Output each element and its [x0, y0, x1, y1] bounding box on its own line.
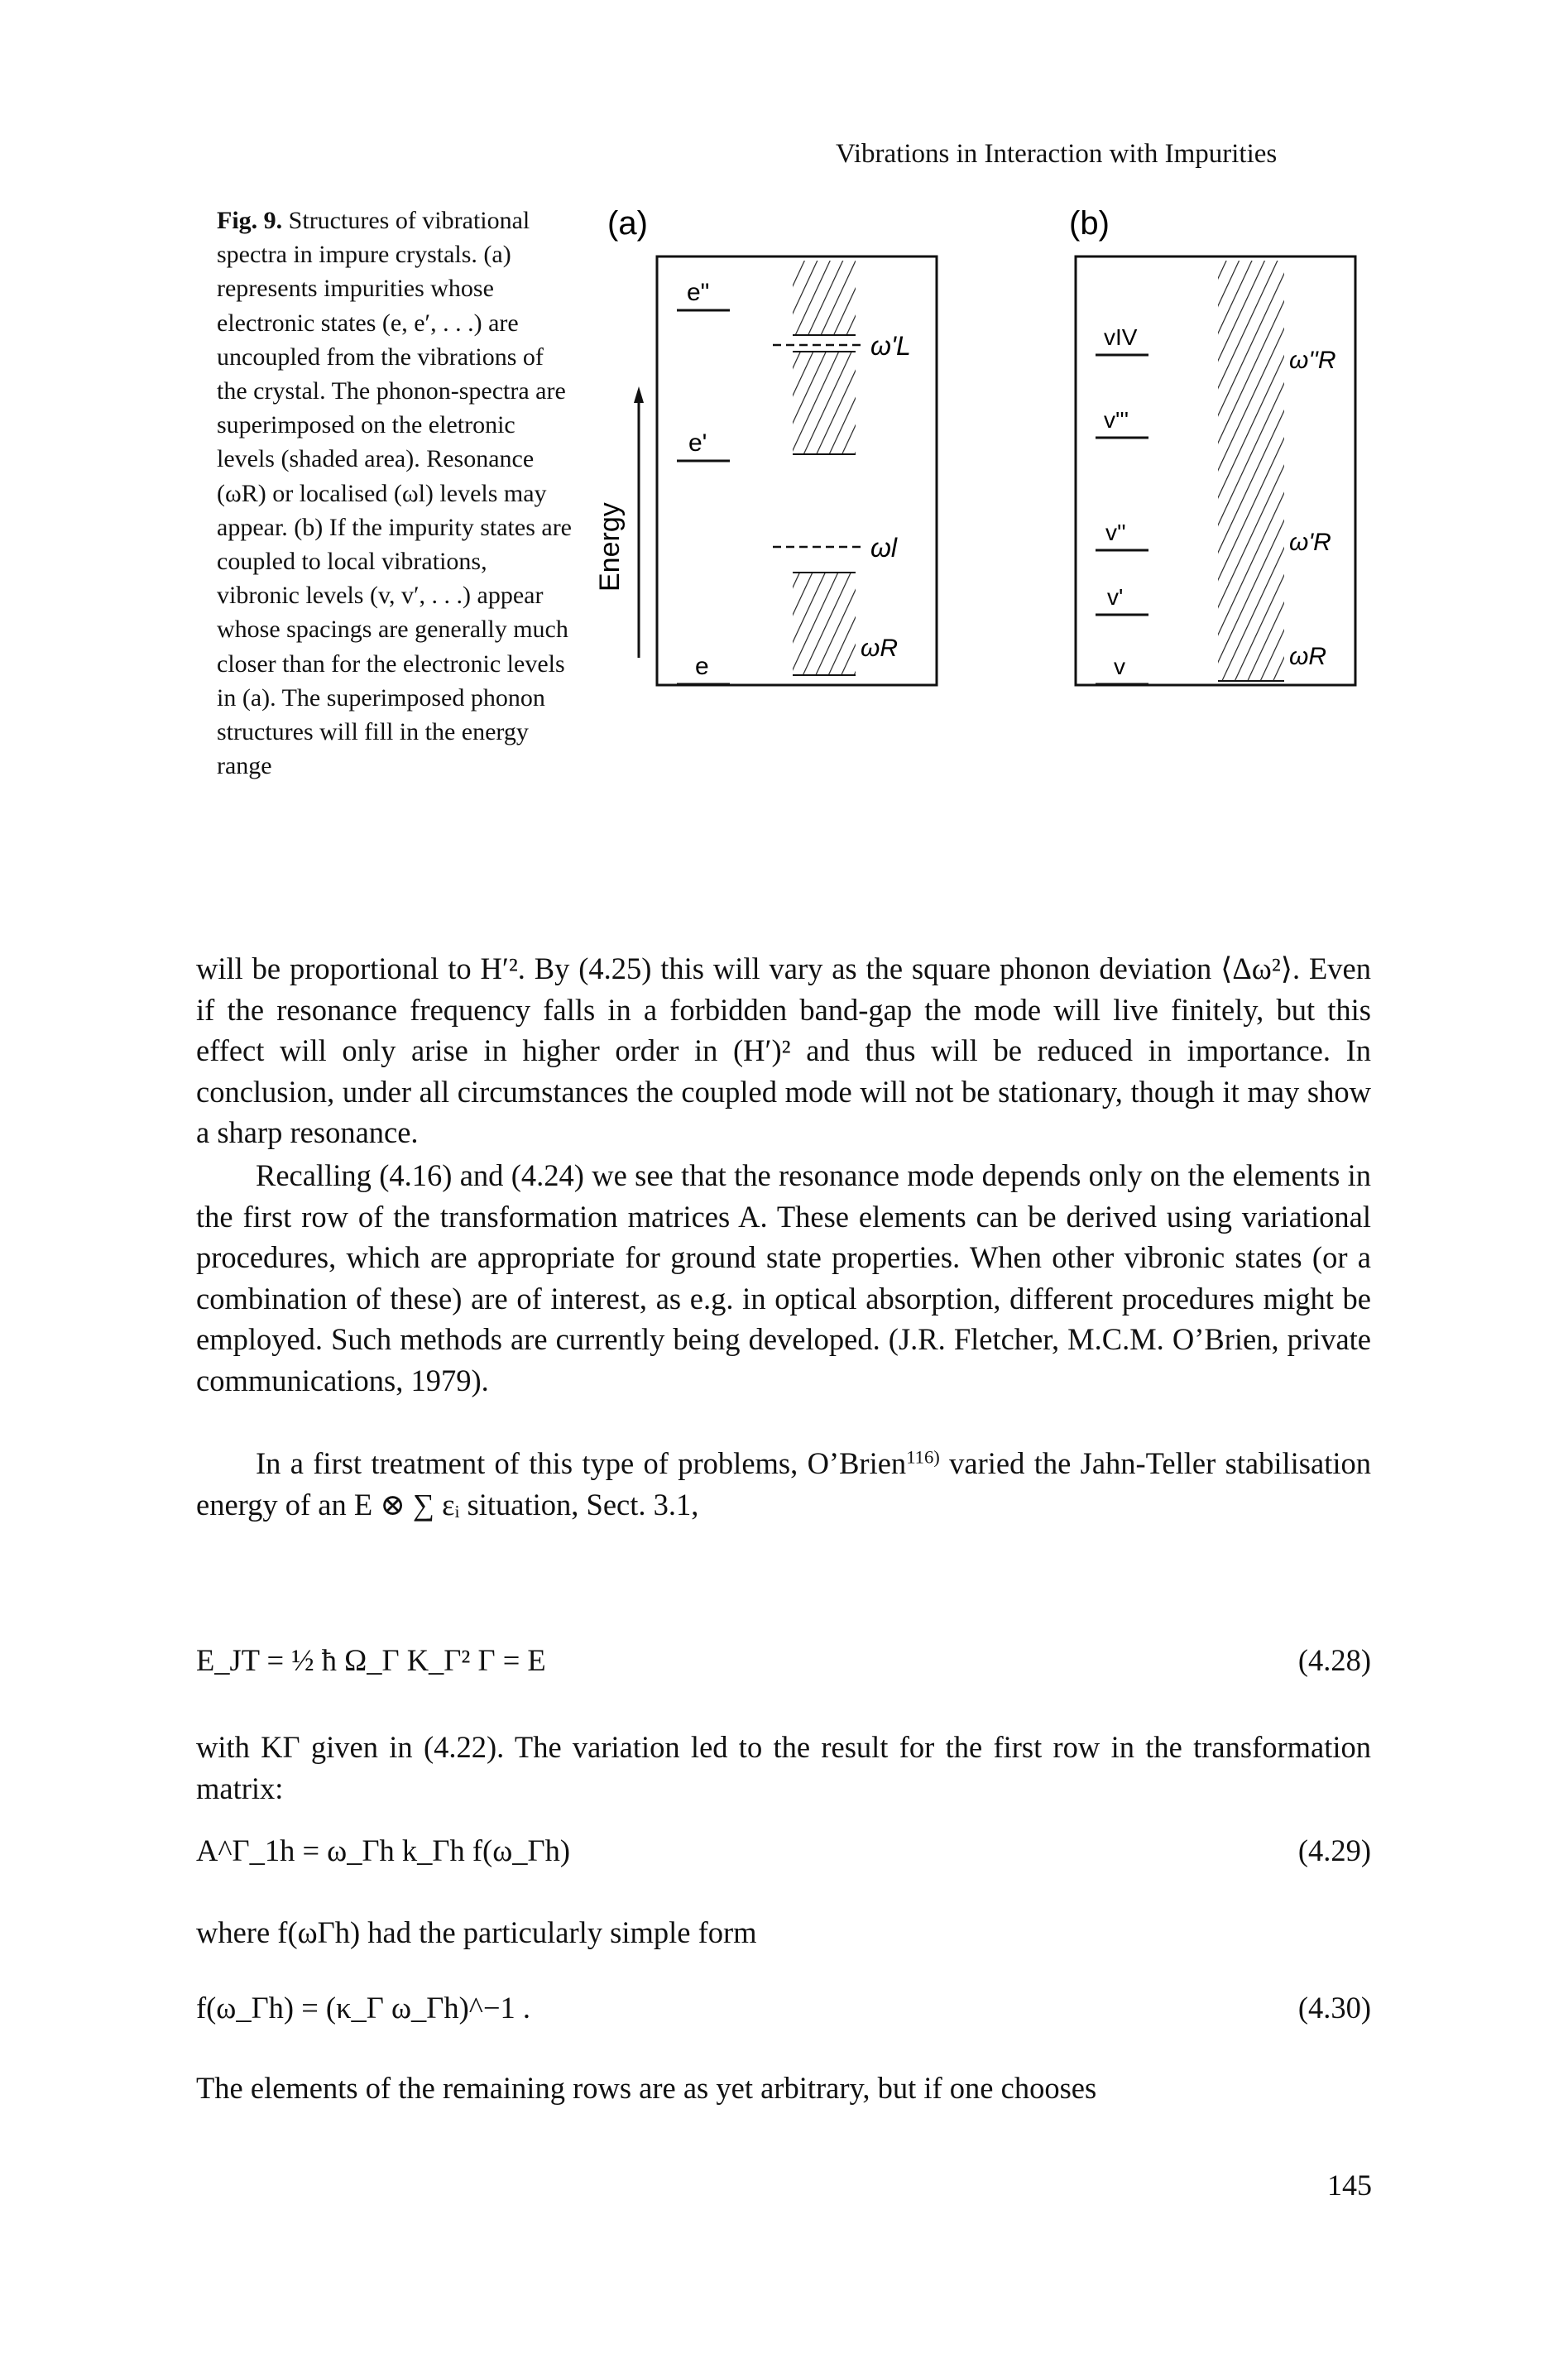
paragraph-1: will be proportional to H′². By (4.25) t… — [196, 951, 1371, 1149]
phonon-band-a-middle — [793, 351, 856, 455]
mark-omega-R-double-prime: ω''R — [1289, 347, 1335, 374]
equation-4-29: A^Γ_1h = ω_Γh k_Γh f(ω_Γh) (4.29) — [196, 1833, 1371, 1891]
equation-4-28-number: (4.28) — [1297, 1643, 1371, 1677]
mark-omega-l: ωl — [870, 533, 898, 563]
mark-omega-R-prime-b: ω'R — [1289, 529, 1331, 556]
paragraph-5: where f(ωΓh) had the particularly simple… — [196, 1915, 757, 1949]
label-e-double-prime: e" — [687, 279, 709, 306]
label-v1: v' — [1107, 584, 1123, 610]
running-head: Vibrations in Interaction with Impuritie… — [836, 139, 1278, 169]
equation-4-30-expression: f(ω_Γh) = (κ_Γ ω_Γh)^−1 . — [196, 1991, 530, 2025]
mark-omega-R-a: ωR — [861, 635, 898, 662]
paragraph-6: The elements of the remaining rows are a… — [196, 2071, 1097, 2105]
mark-omega-L-prime: ω'L — [870, 331, 911, 361]
label-v2: v'' — [1105, 520, 1126, 545]
label-e-prime: e' — [688, 429, 707, 457]
equation-4-30: f(ω_Γh) = (κ_Γ ω_Γh)^−1 . (4.30) — [196, 1990, 1371, 2048]
equation-4-28-expression: E_JT = ½ ħ Ω_Γ K_Γ² Γ = E — [196, 1643, 546, 1677]
mark-omega-R-b: ωR — [1289, 643, 1326, 670]
panel-a-label: (a) — [607, 205, 648, 242]
caption-label: Fig. 9. — [217, 207, 283, 234]
equation-4-28: E_JT = ½ ħ Ω_Γ K_Γ² Γ = E (4.28) — [196, 1642, 1371, 1700]
paragraph-3: In a first treatment of this type of pro… — [196, 1443, 1371, 1525]
label-v3: v''' — [1104, 407, 1129, 433]
panel-b-frame — [1074, 255, 1357, 687]
equation-4-30-number: (4.30) — [1297, 1991, 1371, 2025]
panel-a-frame — [655, 255, 938, 687]
figure-9: (a) Energy ω'L ωl ωR e" e' e (b) ω''R ω'… — [594, 205, 1357, 687]
phonon-band-b — [1218, 261, 1284, 682]
phonon-band-a-bottom — [793, 572, 856, 676]
phonon-band-a-top — [793, 261, 856, 336]
figure-caption: Fig. 9. Structures of vibrational spectr… — [217, 204, 574, 783]
paragraph-4: with KΓ given in (4.22). The variation l… — [196, 1730, 1371, 1805]
page-number: 145 — [1327, 2169, 1372, 2202]
energy-axis-label: Energy — [594, 502, 626, 592]
energy-arrowhead — [634, 386, 644, 403]
equation-4-29-expression: A^Γ_1h = ω_Γh k_Γh f(ω_Γh) — [196, 1833, 570, 1867]
panel-b-label: (b) — [1069, 205, 1110, 242]
label-v4: vIV — [1104, 324, 1138, 350]
paragraph-2: Recalling (4.16) and (4.24) we see that … — [196, 1158, 1371, 1397]
reference-116: 116) — [906, 1446, 940, 1468]
label-v: v — [1114, 654, 1125, 679]
paragraph-3-start: In a first treatment of this type of pro… — [256, 1446, 907, 1480]
label-e: e — [695, 653, 709, 680]
equation-4-29-number: (4.29) — [1297, 1833, 1371, 1867]
caption-text: Structures of vibrational spectra in imp… — [217, 207, 572, 780]
paragraph-3-end: varied the Jahn-Teller stabilisation ene… — [196, 1446, 1371, 1522]
